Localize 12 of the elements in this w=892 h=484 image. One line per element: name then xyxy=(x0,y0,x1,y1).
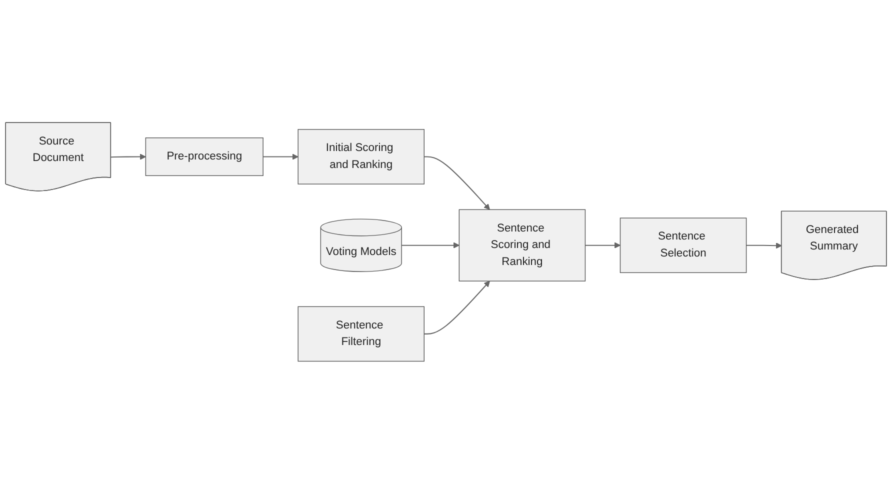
arrow xyxy=(585,242,621,248)
node-box: Sentence Selection xyxy=(620,218,747,274)
node-box: Sentence Filtering xyxy=(298,306,424,362)
arrow xyxy=(746,242,782,249)
arrow xyxy=(111,154,146,160)
node-box: Pre-processing xyxy=(145,138,264,176)
node-box: Initial Scoring and Ranking xyxy=(298,129,424,184)
arrow xyxy=(263,154,298,160)
arrow xyxy=(424,156,490,210)
arrow xyxy=(424,280,490,335)
node-box: Sentence Scoring and Ranking xyxy=(458,209,586,282)
arrow xyxy=(402,242,460,248)
